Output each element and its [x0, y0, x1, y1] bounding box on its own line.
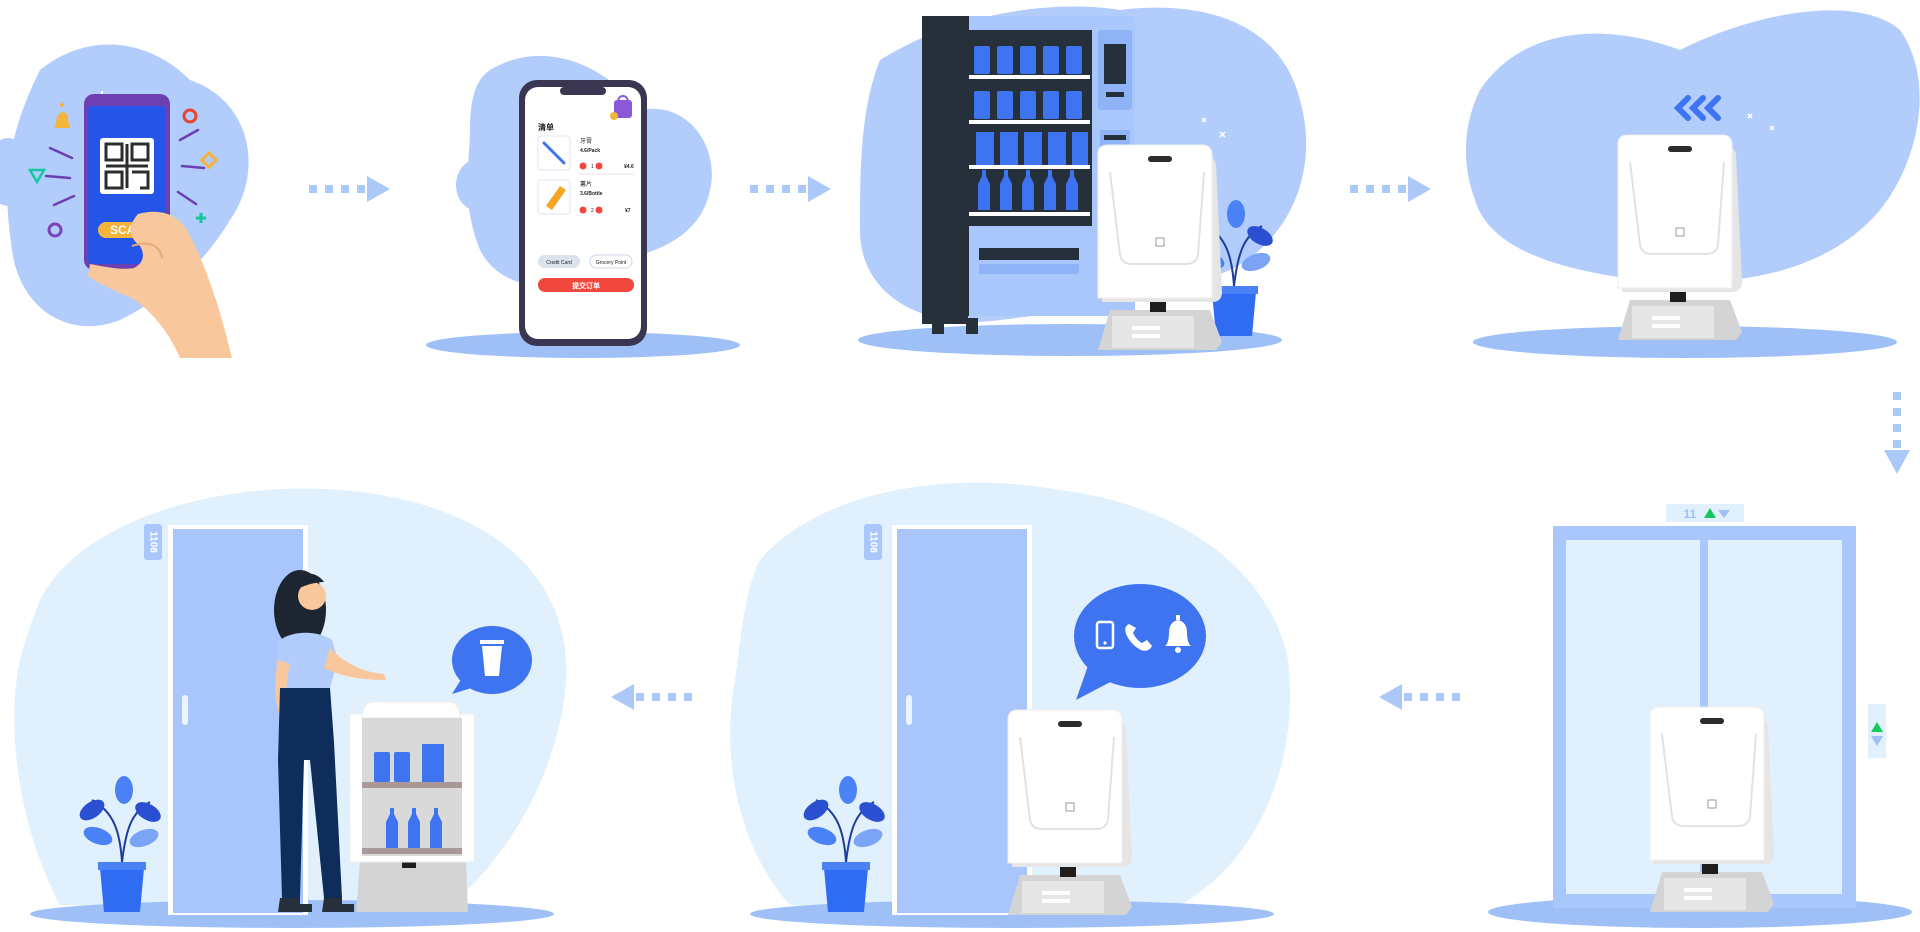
order-item[interactable]: 薯片 3.6/Bottle 2 ¥7 — [537, 179, 631, 215]
bell-icon — [54, 103, 70, 128]
toothbrush-icon — [542, 141, 566, 165]
order-item[interactable]: 牙膏 4.6/Pack 1 ¥4.6 — [537, 135, 634, 175]
qr-code — [104, 142, 150, 190]
svg-text:¥4.6: ¥4.6 — [624, 164, 634, 170]
vending-robot — [1097, 144, 1223, 351]
payment-grocery-point-button[interactable] — [589, 254, 633, 269]
svg-text:1108: 1108 — [147, 531, 158, 553]
delivery-robot-open — [349, 701, 475, 912]
svg-text:4.6/Pack: 4.6/Pack — [580, 148, 600, 154]
hand — [88, 211, 232, 358]
svg-text:1: 1 — [591, 164, 594, 170]
flow-arrow-5 — [1379, 684, 1460, 710]
shopping-bag-icon — [610, 95, 632, 120]
flow-arrow-2 — [750, 176, 831, 202]
svg-text:2: 2 — [591, 208, 594, 214]
bell-icon — [1165, 615, 1191, 653]
cartons-row — [976, 132, 1088, 165]
svg-text:牙膏: 牙膏 — [580, 137, 592, 145]
cans-row-2 — [974, 91, 1082, 119]
step-order: 清单 牙膏 4.6/Pack 1 ¥4.6 — [426, 55, 740, 358]
floor-indicator — [1666, 504, 1744, 522]
return-floor — [1473, 326, 1897, 358]
svg-text:3.6/Bottle: 3.6/Bottle — [580, 191, 603, 197]
svg-text:薯片: 薯片 — [580, 180, 592, 188]
flow-arrow-3 — [1350, 176, 1431, 202]
svg-text:Grocery Point: Grocery Point — [596, 260, 627, 266]
robot-carton — [422, 744, 444, 782]
qty-plus-button[interactable] — [595, 162, 603, 170]
mobile-phone-icon — [1095, 620, 1115, 650]
order-heading: 清单 — [538, 122, 554, 132]
elevator-call-button[interactable] — [1868, 704, 1886, 758]
svg-text:Credit Card: Credit Card — [546, 260, 572, 266]
qty-minus-button[interactable] — [579, 162, 587, 170]
circle-deco — [182, 108, 198, 124]
step-delivery: 1108 — [14, 488, 567, 928]
step-notify: 1108 — [730, 482, 1291, 928]
room-number-plate: 1108 — [144, 524, 162, 560]
return-robot — [1617, 134, 1743, 341]
phone-call-icon — [1125, 624, 1152, 651]
woman — [274, 570, 386, 912]
robot-cans — [374, 752, 410, 782]
submit-order-button[interactable] — [538, 278, 634, 292]
cup-icon — [480, 640, 504, 676]
flow-arrow-1 — [309, 176, 390, 202]
notify-robot — [1007, 709, 1133, 916]
svg-text:1108: 1108 — [867, 531, 878, 553]
up-arrow-icon — [1704, 508, 1716, 518]
flow-arrow-4 — [1884, 392, 1910, 474]
down-arrow-icon — [1718, 510, 1730, 518]
bottles-row — [978, 170, 1078, 210]
elevator-robot — [1649, 706, 1775, 913]
room-number-plate: 1108 — [864, 524, 882, 560]
snack-icon — [546, 186, 566, 210]
drink-speech-bubble — [452, 626, 532, 694]
step-elevator: 11 — [1488, 504, 1912, 928]
cans-row-1 — [974, 46, 1082, 74]
triangle-deco — [27, 168, 47, 185]
svg-text:提交订单: 提交订单 — [571, 281, 600, 290]
qty-minus-button[interactable] — [579, 206, 587, 214]
order-phone: 清单 牙膏 4.6/Pack 1 ¥4.6 — [519, 80, 647, 346]
step-vending — [858, 6, 1307, 356]
triple-chevron-left-icon — [1673, 95, 1721, 121]
flow-arrow-6 — [611, 684, 692, 710]
payment-credit-card-button[interactable] — [538, 255, 580, 268]
notify-speech-bubble — [1074, 584, 1206, 700]
floor-number: 11 — [1684, 507, 1697, 521]
step-scan: SCAN — [0, 44, 249, 358]
vending-machine — [922, 16, 1135, 334]
robot-bottles — [386, 808, 442, 848]
step-robot-return — [1465, 10, 1920, 358]
qty-plus-button[interactable] — [595, 206, 603, 214]
svg-text:¥7: ¥7 — [625, 208, 631, 214]
